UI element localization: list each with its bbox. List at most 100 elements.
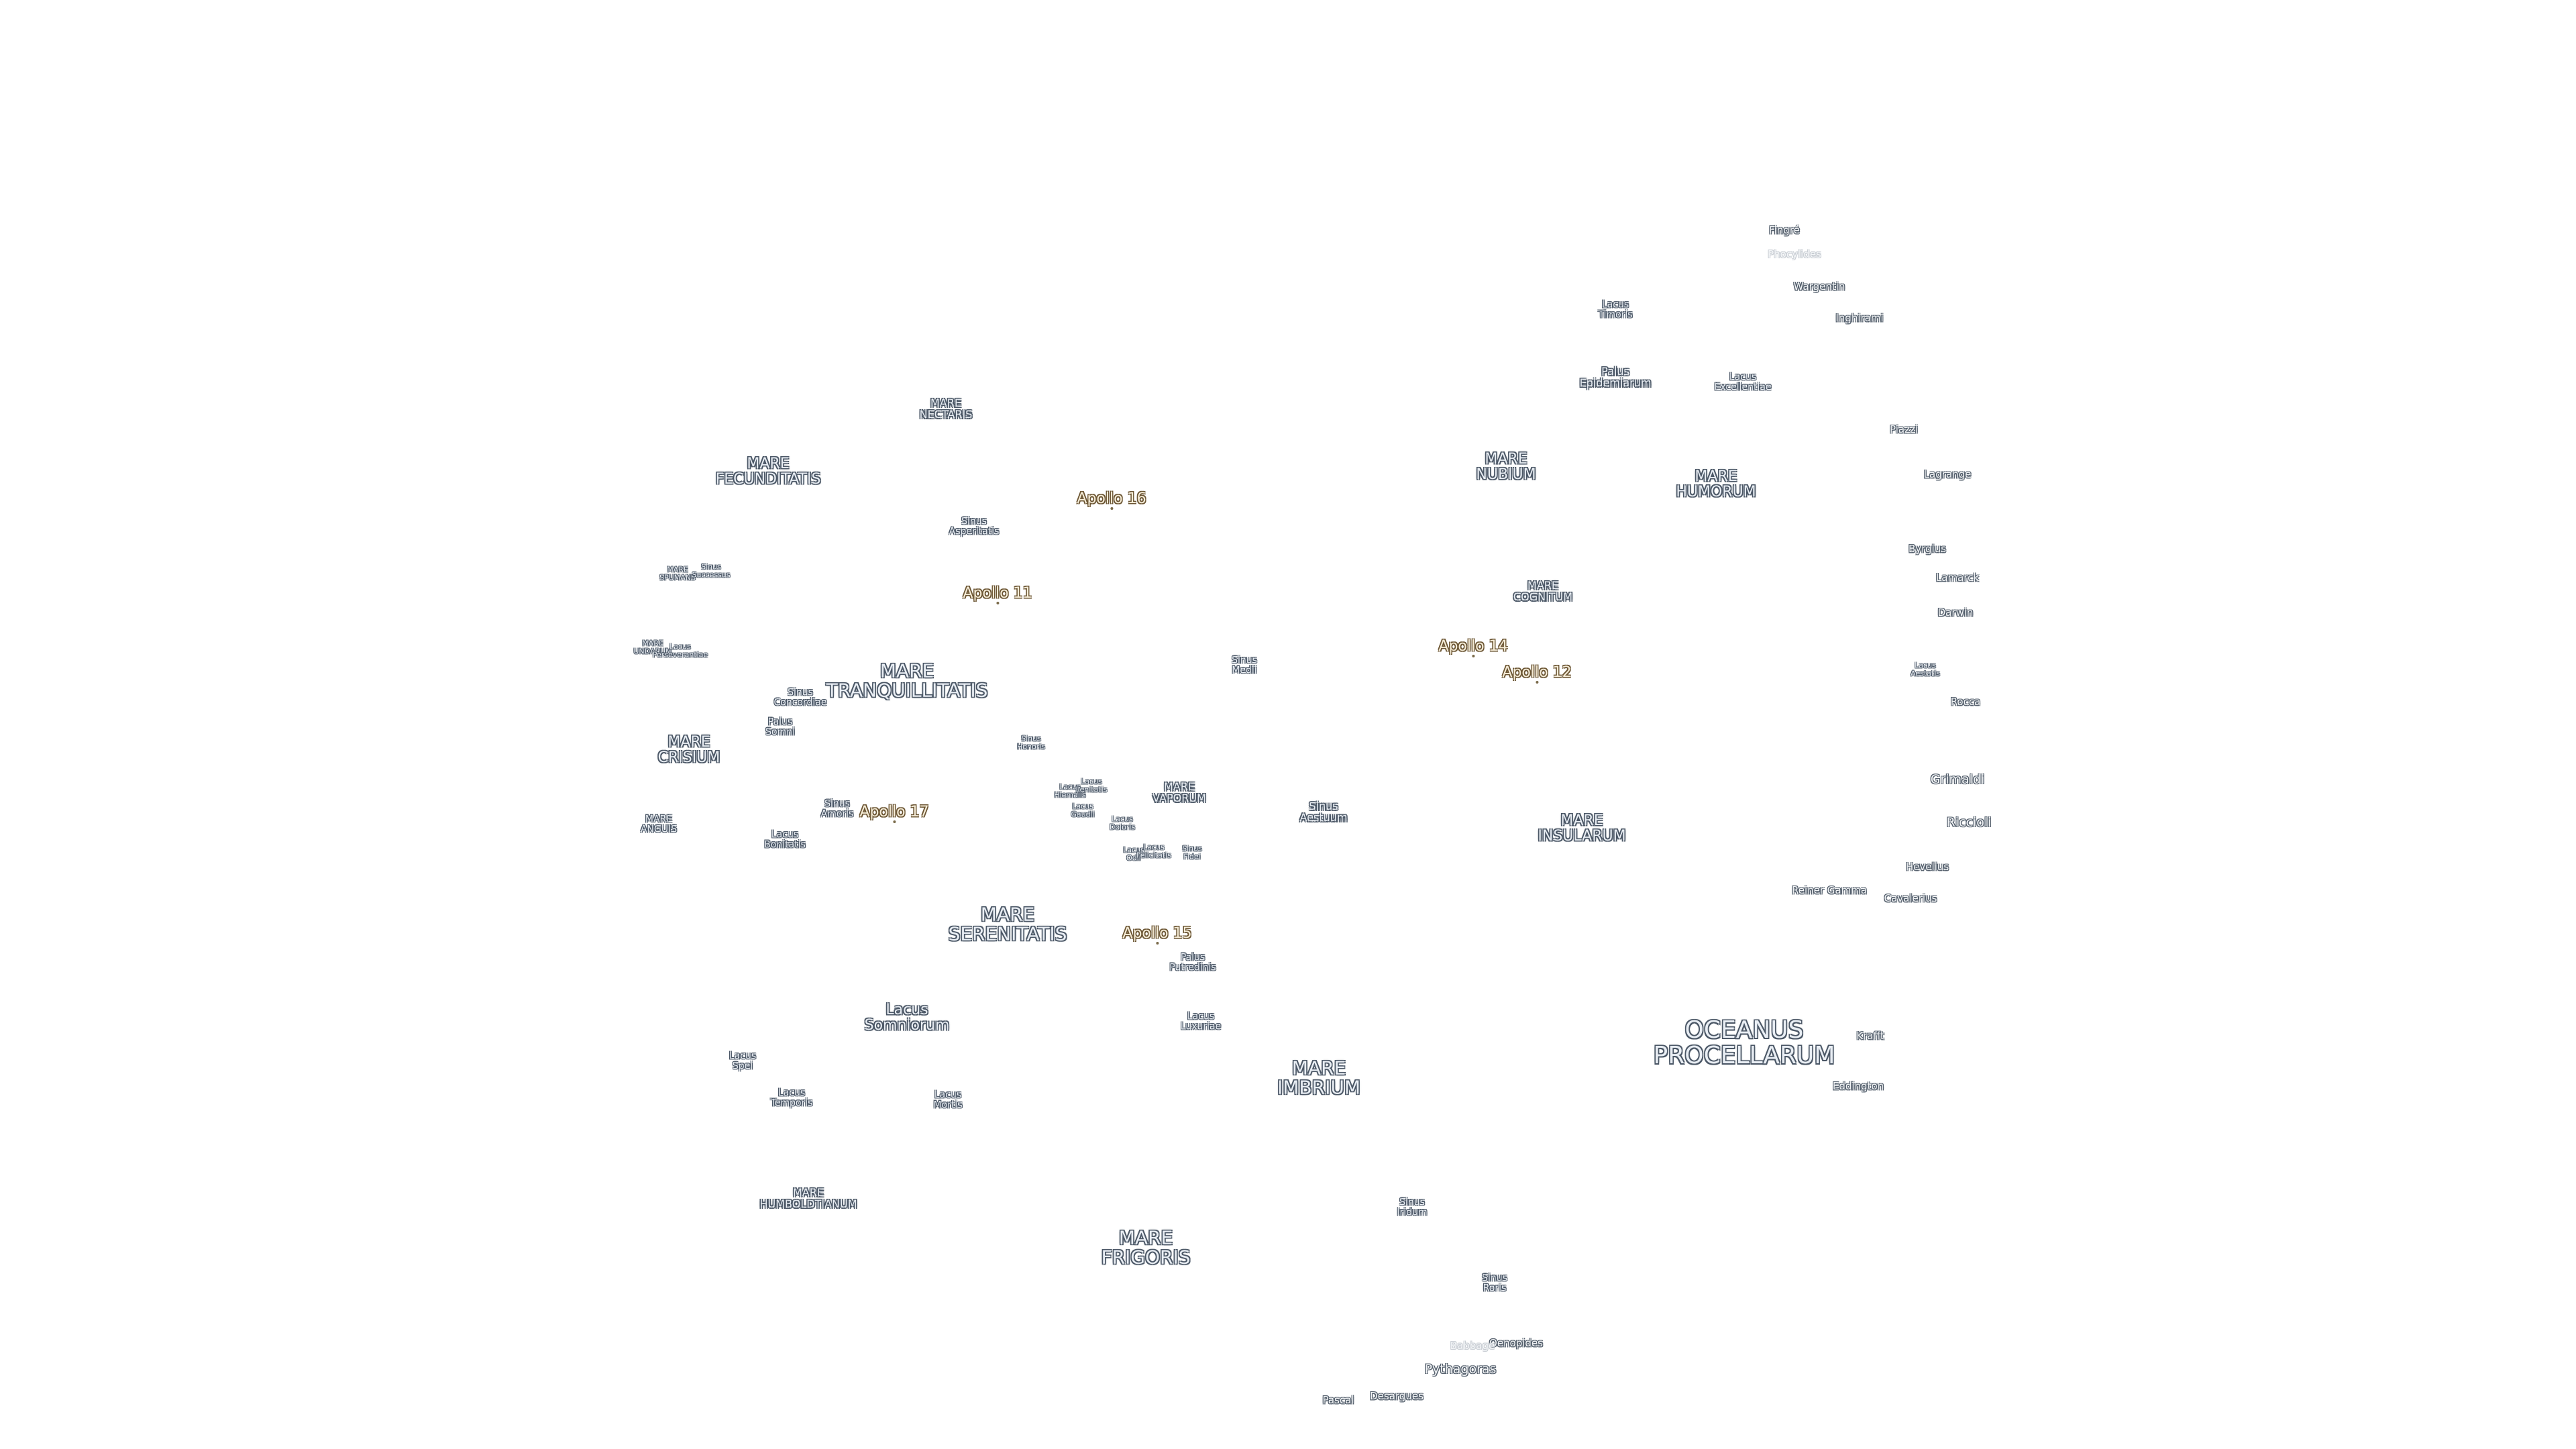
map-label-crater-eddington[interactable]: Eddington [1833,1081,1884,1092]
map-label-text: Lacus [1915,661,1936,670]
map-label-crater-byrgius[interactable]: Byrgius [1908,543,1947,555]
map-label-crater-fingre[interactable]: Fingré [1769,225,1800,236]
map-label-crater-riccioli[interactable]: Riccioli [1947,816,1992,830]
map-label-text: Rocca [1950,696,1981,708]
map-label-crater-krafft[interactable]: Krafft [1856,1030,1884,1042]
map-label-text: MARE [1164,780,1195,794]
map-label-crater-darwin[interactable]: Darwin [1938,607,1974,619]
map-label-apollo-16[interactable]: Apollo 16 [1077,491,1146,511]
map-label-text: PROCELLARUM [1653,1042,1835,1069]
map-label-crater-pythagoras[interactable]: Pythagoras [1424,1362,1497,1377]
map-label-text: MARE [879,659,934,682]
map-label-text: UNDARUM [633,647,672,655]
map-label-text: FRIGORIS [1101,1246,1191,1269]
map-label-text: Honoris [1016,742,1046,751]
map-label-text: Somniorum [864,1017,950,1034]
map-label-text: MARE [980,903,1035,926]
map-label-text: HUMORUM [1676,484,1756,500]
map-label-text: Aestuum [1299,811,1348,824]
map-label-text: Apollo 15 [1122,924,1192,942]
map-label-text: Pythagoras [1424,1362,1497,1377]
landing-site-marker-icon [893,820,896,824]
map-label-text: INSULARUM [1538,828,1626,845]
map-label-crater-inghirami[interactable]: Inghirami [1835,313,1883,324]
map-label-text: Byrgius [1908,543,1947,555]
map-label-crater-desargues[interactable]: Desargues [1370,1391,1424,1402]
map-label-crater-reiner-gamma[interactable]: Reiner Gamma [1792,885,1867,896]
map-label-crater-cavalerius[interactable]: Cavalerius [1884,893,1937,904]
map-label-apollo-14[interactable]: Apollo 14 [1438,639,1508,658]
map-label-apollo-17[interactable]: Apollo 17 [859,804,929,824]
map-label-text: Luxuriae [1180,1021,1222,1032]
map-label-crater-grimaldi[interactable]: Grimaldi [1931,773,1985,787]
map-label-text: Felicitatis [1136,851,1171,859]
map-label-crater-hevelius[interactable]: Hevelius [1906,861,1949,873]
map-label-crater-wargentin[interactable]: Wargentin [1794,281,1845,292]
map-label-crater-rocca[interactable]: Rocca [1950,696,1981,708]
map-label-crater-pascal[interactable]: Pascal [1323,1395,1354,1406]
map-label-apollo-15[interactable]: Apollo 15 [1122,924,1192,945]
map-label-text: MARE [930,396,961,410]
map-label-apollo-12[interactable]: Apollo 12 [1502,665,1572,684]
map-label-crater-lagrange[interactable]: Lagrange [1924,469,1972,480]
map-label-text: MARE [1695,468,1737,485]
map-label-apollo-11[interactable]: Apollo 11 [963,586,1032,605]
map-label-text: Concordiae [773,697,827,708]
map-label-crater-oenopides[interactable]: Oenopides [1489,1338,1543,1349]
map-label-crater-babbage[interactable]: Babbage [1450,1340,1495,1352]
map-label-crater-piazzi[interactable]: Piazzi [1890,424,1918,435]
map-label-crater-lamarck[interactable]: Lamarck [1936,572,1979,584]
map-label-text: Lacus [729,1051,757,1062]
map-label-text: Sinus [1182,844,1202,853]
map-label-text: IMBRIUM [1277,1077,1360,1099]
map-label-crater-phocylides[interactable]: Phocylides [1768,249,1821,260]
